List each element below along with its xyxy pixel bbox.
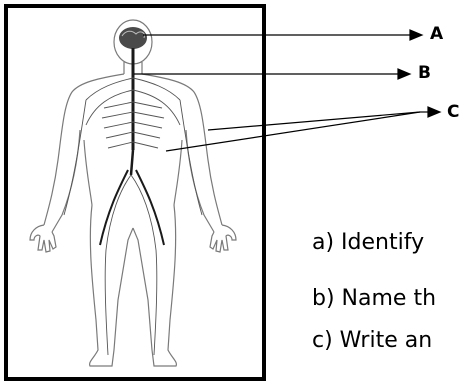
brain (119, 27, 147, 49)
arrowhead-a (410, 30, 422, 40)
label-c: C (447, 104, 459, 121)
arrowhead-c (428, 107, 440, 117)
question-c: c) Write an (312, 330, 432, 352)
pointer-lines (134, 30, 440, 151)
pointer-line-c1 (208, 112, 420, 130)
leg-nerves-dark (100, 170, 164, 245)
question-b: b) Name th (312, 288, 436, 310)
label-a: A (430, 26, 443, 43)
arrowhead-b (398, 69, 410, 79)
label-b: B (418, 65, 431, 82)
question-a: a) Identify (312, 232, 424, 254)
spinal-cord (131, 48, 133, 175)
